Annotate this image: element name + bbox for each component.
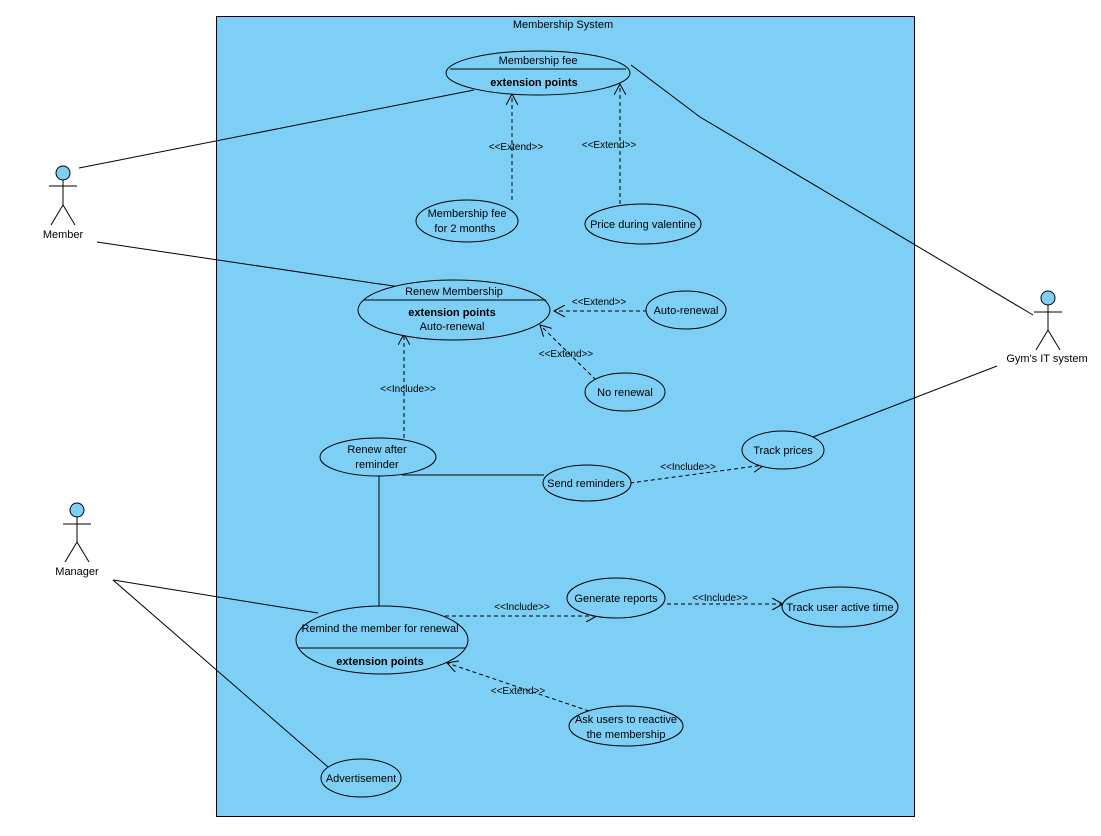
use-case-generate-reports-name: Generate reports [574, 593, 658, 605]
use-case-renew-membership[interactable]: Renew Membership extension points Auto-r… [357, 279, 551, 341]
label-extend-2months: <<Extend>> [489, 142, 544, 153]
use-case-renew-after-reminder-line2: reminder [355, 459, 399, 471]
system-boundary [216, 16, 915, 817]
label-extend-valentine: <<Extend>> [582, 140, 637, 151]
use-case-renew-after-reminder-line1: Renew after [347, 444, 407, 456]
relation-labels: <<Extend>> <<Extend>> <<Extend>> <<Exten… [380, 140, 748, 697]
assoc-manager-advertisement [112, 579, 329, 768]
use-case-auto-renewal[interactable]: Auto-renewal [645, 290, 727, 330]
extend-ask-to-remind [447, 663, 590, 712]
use-case-membership-fee-2-months-line2: for 2 months [434, 223, 496, 235]
assoc-member-membership-fee [78, 89, 475, 169]
use-case-membership-fee-name: Membership fee [499, 55, 578, 67]
actor-manager-label: Manager [55, 566, 99, 578]
label-extend-no-renewal: <<Extend>> [539, 349, 594, 360]
label-extend-ask: <<Extend>> [491, 686, 546, 697]
use-case-generate-reports[interactable]: Generate reports [566, 577, 666, 619]
use-case-advertisement-name: Advertisement [326, 773, 396, 785]
actor-gym-it-system-head [1040, 290, 1056, 306]
actor-gym-it-system-label: Gym's IT system [1006, 353, 1087, 365]
use-case-membership-fee-2-months[interactable]: Membership fee for 2 months [415, 199, 519, 243]
assoc-manager-remind [112, 579, 319, 614]
assoc-gym-track-prices [812, 365, 998, 438]
associations [78, 64, 1034, 768]
use-case-membership-fee-2-months-line1: Membership fee [428, 208, 507, 220]
actor-member[interactable] [49, 165, 77, 226]
include-send-reminders-to-track-prices [629, 465, 764, 484]
use-case-advertisement[interactable]: Advertisement [320, 758, 402, 798]
actor-gym-it-system[interactable] [1034, 290, 1062, 351]
use-case-renew-membership-ext-point: Auto-renewal [420, 321, 485, 333]
use-case-price-during-valentine[interactable]: Price during valentine [584, 203, 702, 245]
system-title: Membership System [513, 19, 613, 31]
use-case-remind-member-name: Remind the member for renewal [301, 623, 458, 635]
use-case-price-during-valentine-name: Price during valentine [590, 219, 696, 231]
use-case-track-user-active-time-name: Track user active time [786, 602, 893, 614]
label-include-track-time: <<Include>> [692, 593, 748, 604]
assoc-gym-membership-fee [630, 64, 1034, 316]
use-case-ask-reactivate[interactable]: Ask users to reactive the membership [568, 705, 684, 747]
use-case-auto-renewal-name: Auto-renewal [654, 305, 719, 317]
use-case-send-reminders[interactable]: Send reminders [542, 464, 632, 502]
actor-manager[interactable] [63, 502, 91, 563]
use-case-track-prices-name: Track prices [753, 445, 813, 457]
use-case-remind-member[interactable]: Remind the member for renewal extension … [295, 605, 469, 675]
use-case-membership-fee-ext-heading: extension points [490, 77, 577, 89]
use-case-remind-member-ext-heading: extension points [336, 656, 423, 668]
actor-member-label: Member [43, 229, 84, 241]
use-case-no-renewal-name: No renewal [597, 387, 653, 399]
use-case-ask-reactivate-line2: the membership [587, 729, 666, 741]
use-case-renew-membership-name: Renew Membership [405, 286, 503, 298]
label-include-renew-after: <<Include>> [380, 384, 436, 395]
actor-manager-head [69, 502, 85, 518]
use-case-renew-after-reminder[interactable]: Renew after reminder [319, 437, 437, 477]
label-include-generate-reports: <<Include>> [494, 602, 550, 613]
assoc-member-renew-membership [96, 241, 401, 288]
extend-no-renewal-to-renew [540, 325, 597, 381]
use-case-renew-membership-ext-heading: extension points [408, 307, 495, 319]
use-case-no-renewal[interactable]: No renewal [584, 372, 666, 412]
use-case-membership-fee[interactable]: Membership fee extension points [445, 50, 631, 96]
use-case-track-prices[interactable]: Track prices [741, 430, 825, 470]
use-case-track-user-active-time[interactable]: Track user active time [781, 586, 899, 628]
actor-member-head [55, 165, 71, 181]
dependencies [404, 84, 783, 712]
use-case-ask-reactivate-line1: Ask users to reactive [575, 714, 677, 726]
use-case-send-reminders-name: Send reminders [547, 478, 625, 490]
label-extend-auto-renewal: <<Extend>> [572, 297, 627, 308]
label-include-track-prices: <<Include>> [660, 462, 716, 473]
